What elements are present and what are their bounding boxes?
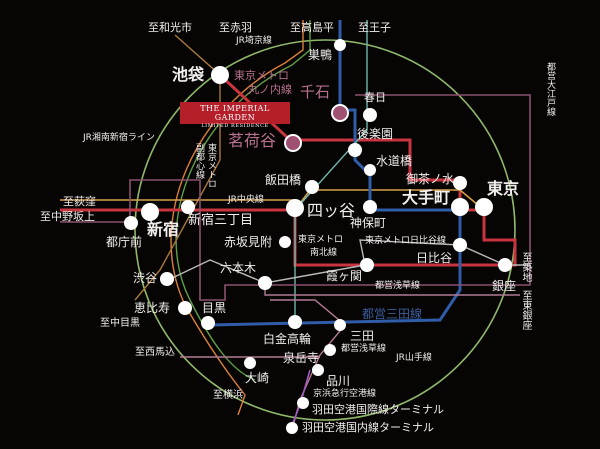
hibiya-line <box>167 239 530 284</box>
line-keikyu: 京浜急行空港線 <box>313 389 377 399</box>
fukutoshin-line <box>134 34 221 301</box>
line-asakusa-2: 都営浅草線 <box>341 344 387 354</box>
station-sengakuji: 泉岳寺 <box>283 351 320 365</box>
station-shinagawa: 品川 <box>326 374 351 388</box>
station-shinjuku: 新宿 <box>147 220 180 239</box>
station-korakuen: 後楽園 <box>357 127 394 141</box>
senkawa-station <box>331 104 349 122</box>
line-fukutoshin-2: 副都心線 <box>194 143 204 179</box>
line-namboku-1: 東京メトロ <box>298 235 344 245</box>
station-senkawa: 千石 <box>300 83 331 101</box>
station-iidabashi: 飯田橋 <box>265 173 302 187</box>
station-ginza: 銀座 <box>492 279 517 293</box>
dest-tsukiji: 至築地 <box>520 252 531 282</box>
banner-subtitle: LIMITED RESIDENCE <box>201 123 269 129</box>
station-ikebukuro: 池袋 <box>172 65 205 84</box>
station-akasaka-mitsuke: 赤坂見附 <box>224 235 273 249</box>
line-fukutoshin-1: 東京メトロ <box>206 143 216 188</box>
shonan-line <box>170 20 304 416</box>
station-sugamo: 巣鴨 <box>308 48 333 62</box>
station-ochanomizu: 御茶ノ水 <box>406 172 455 186</box>
station-ebisu: 恵比寿 <box>134 301 171 315</box>
station-shinjuku-sanchome: 新宿三丁目 <box>188 213 254 228</box>
line-marunouchi-2: 丸ノ内線 <box>248 83 292 96</box>
dest-naka-meguro: 至中目黒 <box>100 318 140 329</box>
dest-higashi-ginza: 至東銀座 <box>520 290 531 330</box>
station-otemachi: 大手町 <box>402 188 451 207</box>
station-haneda-intl: 羽田空港国際線ターミナル <box>312 403 444 416</box>
line-saikyo: JR埼京線 <box>236 36 272 46</box>
line-hibiya: 東京メトロ日比谷線 <box>365 236 447 246</box>
line-namboku-2: 南北線 <box>310 248 338 258</box>
station-haneda-dom: 羽田空港国内線ターミナル <box>302 421 434 434</box>
station-tokyo: 東京 <box>487 179 520 198</box>
saikyo-line <box>175 20 311 381</box>
line-chuo: JR中央線 <box>228 195 264 205</box>
oedo-line <box>60 94 531 301</box>
line-asakusa: 都営浅草線 <box>375 281 421 291</box>
line-oedo: 都営大江戸線 <box>545 62 555 116</box>
station-meguro: 目黒 <box>202 301 227 315</box>
station-kasumigaseki: 霞ヶ関 <box>326 269 363 283</box>
dest-ogikubo: 至荻窪 <box>63 195 96 208</box>
dest-oji: 至王子 <box>358 21 391 34</box>
station-shibuya: 渋谷 <box>133 271 158 285</box>
station-dots <box>124 39 512 434</box>
dest-nishi-magome: 至西馬込 <box>135 347 175 358</box>
line-yamanote: JR山手線 <box>396 353 432 363</box>
chuo-line <box>294 189 485 211</box>
station-kasuga: 春日 <box>364 91 386 104</box>
station-mita: 三田 <box>350 329 375 343</box>
dest-wakoshi: 至和光市 <box>148 21 192 34</box>
station-jimbocho: 神保町 <box>350 216 387 230</box>
station-shirokane-takanawa: 白金高輪 <box>263 332 312 346</box>
yamanote-line <box>134 39 516 421</box>
dest-akabane: 至赤羽 <box>219 21 252 34</box>
line-marunouchi-1: 東京メトロ <box>234 69 289 82</box>
dest-nakano-sakaue: 至中野坂上 <box>40 210 95 223</box>
station-myogadani: 茗荷谷 <box>228 131 277 150</box>
station-roppongi: 六本木 <box>220 261 257 275</box>
station-yotsuya: 四ッ谷 <box>307 201 356 220</box>
station-hibiya: 日比谷 <box>416 251 453 265</box>
myogadani-station <box>284 134 302 152</box>
station-osaki: 大崎 <box>245 371 270 385</box>
dest-takashimadaira: 至高島平 <box>290 21 334 34</box>
property-banner: THE IMPERIAL GARDEN LIMITED RESIDENCE <box>180 102 290 129</box>
banner-title: THE IMPERIAL GARDEN <box>200 104 270 122</box>
line-mita: 都営三田線 <box>362 307 423 321</box>
dest-yokohama: 至横浜 <box>213 390 243 401</box>
line-shonan: JR湘南新宿ライン <box>83 133 155 143</box>
namboku-line <box>294 20 368 320</box>
station-suidobashi: 水道橋 <box>376 154 413 168</box>
station-tochomae: 都庁前 <box>106 235 143 249</box>
